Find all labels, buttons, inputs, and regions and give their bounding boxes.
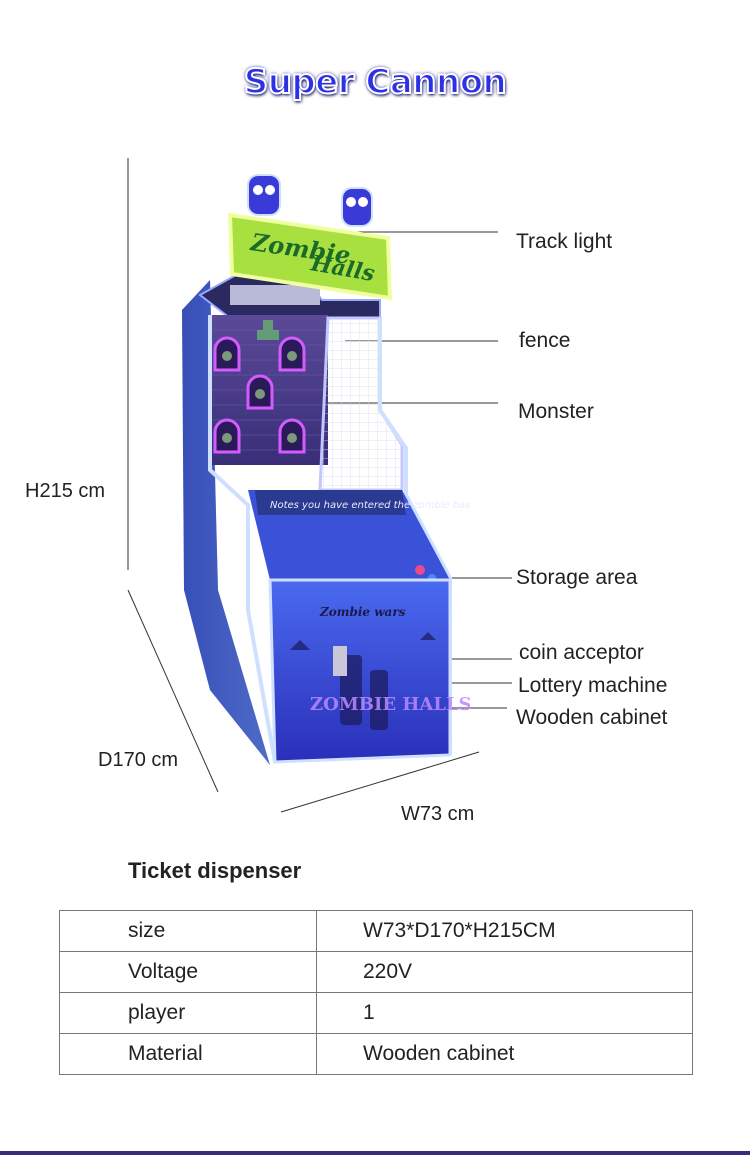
callout-storage-area: Storage area xyxy=(516,566,638,589)
spec-key: Material xyxy=(59,1033,317,1075)
cabinet-art-text: ZOMBIE HALLS xyxy=(310,694,470,715)
height-label: H215 cm xyxy=(25,480,106,502)
callout-lottery-machine: Lottery machine xyxy=(518,674,668,697)
width-label: W73 cm xyxy=(401,803,475,825)
depth-label: D170 cm xyxy=(98,749,179,771)
spec-key: player xyxy=(59,992,317,1034)
spec-key: size xyxy=(59,910,317,952)
bottom-divider xyxy=(0,1151,750,1155)
page-title: Super Cannon xyxy=(243,61,508,103)
skull-icon xyxy=(341,187,373,227)
table-row: Material Wooden cabinet xyxy=(59,1033,693,1075)
panel-label: Zombie wars xyxy=(319,605,406,619)
specs-heading: Ticket dispenser xyxy=(128,858,302,883)
spec-value: W73*D170*H215CM xyxy=(316,910,693,952)
table-row: size W73*D170*H215CM xyxy=(59,910,693,952)
arcade-machine-image: Notes you have entered the zombie base! … xyxy=(182,174,470,765)
spec-value: 220V xyxy=(316,951,693,993)
spec-value: 1 xyxy=(316,992,693,1034)
specs-table: size W73*D170*H215CM Voltage 220V player… xyxy=(59,910,693,1075)
callout-track-light: Track light xyxy=(516,230,613,253)
skull-icon xyxy=(247,174,281,216)
callout-wooden-cabinet: Wooden cabinet xyxy=(516,706,668,729)
banner-text: Notes you have entered the zombie base! xyxy=(270,500,470,511)
table-row: Voltage 220V xyxy=(59,951,693,993)
callout-fence: fence xyxy=(519,329,571,352)
table-row: player 1 xyxy=(59,992,693,1034)
callout-monster: Monster xyxy=(518,400,594,423)
callout-coin-acceptor: coin acceptor xyxy=(519,641,644,664)
spec-key: Voltage xyxy=(59,951,317,993)
spec-value: Wooden cabinet xyxy=(316,1033,693,1075)
